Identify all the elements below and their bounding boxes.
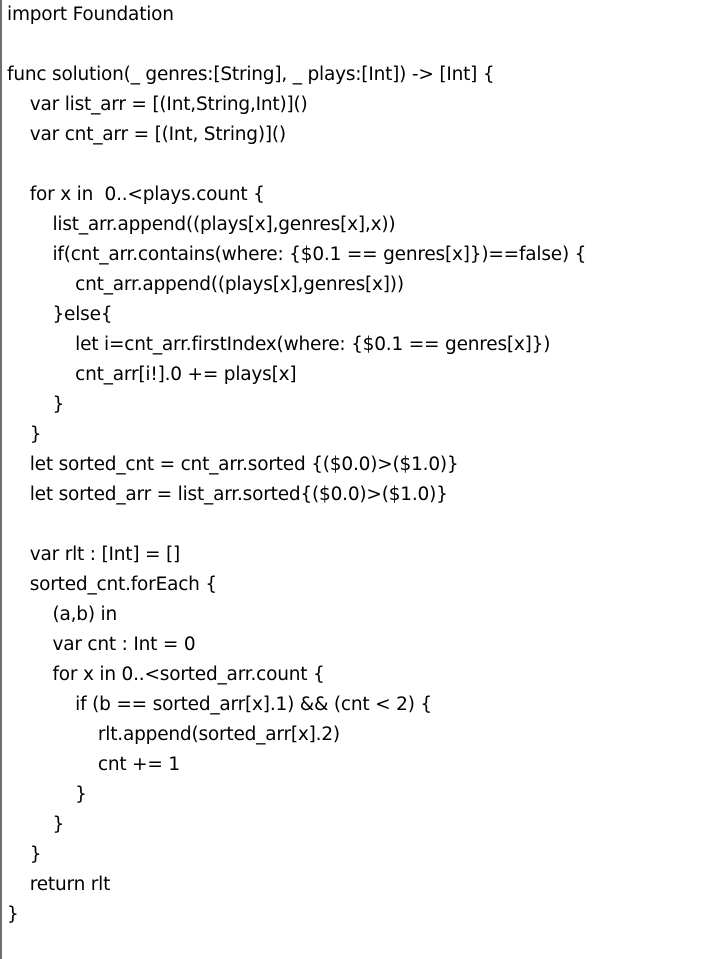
code-line: func solution(_ genres:[String], _ plays…: [7, 64, 495, 85]
code-line: [7, 510, 586, 540]
code-line: }: [7, 904, 19, 925]
code-line: }: [7, 844, 42, 865]
code-line: (a,b) in: [7, 604, 117, 625]
code-line: list_arr.append((plays[x],genres[x],x)): [7, 214, 396, 235]
code-line: }: [7, 394, 65, 415]
code-line: var cnt : Int = 0: [7, 634, 196, 655]
code-line: for x in 0..<sorted_arr.count {: [7, 664, 325, 685]
code-line: import Foundation: [7, 4, 174, 25]
code-line: return rlt: [7, 874, 111, 895]
code-line: [7, 30, 586, 60]
code-line: [7, 150, 586, 180]
code-line: if (b == sorted_arr[x].1) && (cnt < 2) {: [7, 694, 432, 715]
code-line: cnt += 1: [7, 754, 180, 775]
code-line: }: [7, 424, 42, 445]
code-line: let sorted_cnt = cnt_arr.sorted {($0.0)>…: [7, 454, 459, 475]
code-line: if(cnt_arr.contains(where: {$0.1 == genr…: [7, 244, 587, 265]
code-line: }else{: [7, 304, 113, 325]
code-line: sorted_cnt.forEach {: [7, 574, 217, 595]
code-block: import Foundation func solution(_ genres…: [7, 0, 586, 930]
code-line: }: [7, 784, 87, 805]
code-line: rlt.append(sorted_arr[x].2): [7, 724, 340, 745]
code-line: let i=cnt_arr.firstIndex(where: {$0.1 ==…: [7, 334, 551, 355]
code-line: cnt_arr[i!].0 += plays[x]: [7, 364, 297, 385]
code-line: }: [7, 814, 65, 835]
code-line: var list_arr = [(Int,String,Int)](): [7, 94, 308, 115]
code-line: cnt_arr.append((plays[x],genres[x])): [7, 274, 404, 295]
code-line: let sorted_arr = list_arr.sorted{($0.0)>…: [7, 484, 448, 505]
code-line: var rlt : [Int] = []: [7, 544, 181, 565]
left-border-line: [0, 0, 2, 959]
code-line: var cnt_arr = [(Int, String)](): [7, 124, 286, 145]
code-line: for x in 0..<plays.count {: [7, 184, 265, 205]
